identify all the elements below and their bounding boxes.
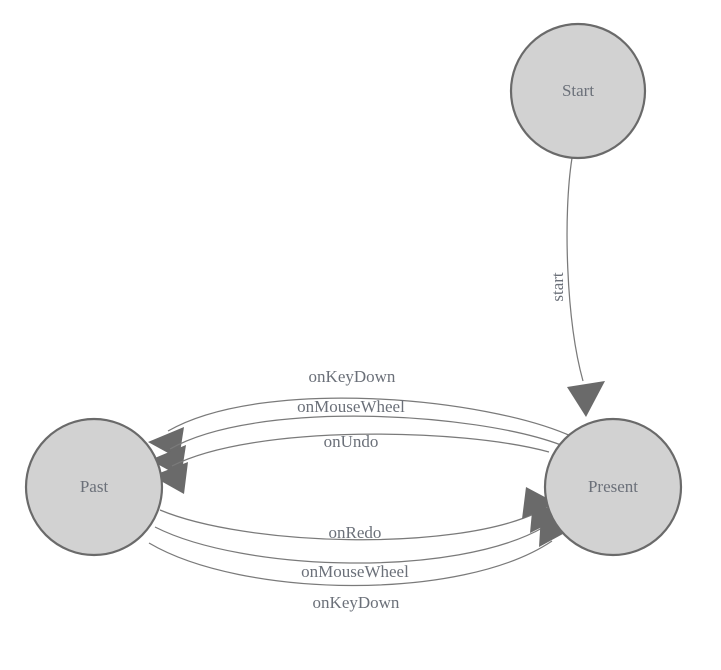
edge-start-path bbox=[566, 157, 584, 382]
edge-keydown-down-label: onKeyDown bbox=[313, 593, 400, 612]
edge-undo-label: onUndo bbox=[324, 432, 379, 451]
node-past-label: Past bbox=[80, 477, 109, 496]
edge-keydown-down[interactable]: onKeyDown bbox=[148, 515, 572, 612]
edge-keydown-up-label: onKeyDown bbox=[309, 367, 396, 386]
node-start-circle bbox=[509, 22, 647, 160]
edge-mousewheel-down-path bbox=[154, 526, 545, 564]
node-past[interactable]: Past bbox=[24, 417, 164, 557]
edge-undo-arrowhead bbox=[152, 462, 188, 494]
edge-mousewheel-down[interactable]: onMouseWheel bbox=[154, 501, 564, 581]
edge-start[interactable]: start bbox=[548, 157, 605, 417]
node-present-label: Present bbox=[588, 477, 638, 496]
node-present-circle bbox=[543, 417, 683, 557]
node-start-label: Start bbox=[562, 81, 594, 100]
edge-redo[interactable]: onRedo bbox=[159, 487, 556, 542]
edge-mousewheel-down-label: onMouseWheel bbox=[301, 562, 409, 581]
edge-mousewheel-down-arrowhead bbox=[530, 501, 564, 533]
edge-start-arrowhead bbox=[567, 381, 605, 417]
edge-undo-path bbox=[171, 433, 550, 467]
edge-redo-label: onRedo bbox=[329, 523, 382, 542]
edge-keydown-up-path bbox=[167, 397, 574, 438]
node-past-circle bbox=[24, 417, 164, 557]
node-start[interactable]: Start bbox=[509, 22, 647, 160]
edge-mousewheel-up-label: onMouseWheel bbox=[297, 397, 405, 416]
edge-start-label: start bbox=[548, 272, 567, 302]
edge-redo-path bbox=[159, 509, 537, 541]
node-present[interactable]: Present bbox=[543, 417, 683, 557]
edge-keydown-down-arrowhead bbox=[539, 515, 572, 547]
edge-undo[interactable]: onUndo bbox=[152, 432, 550, 494]
edge-mousewheel-up-path bbox=[169, 415, 562, 450]
edge-redo-arrowhead bbox=[522, 487, 556, 519]
edge-keydown-down-path bbox=[148, 540, 553, 587]
